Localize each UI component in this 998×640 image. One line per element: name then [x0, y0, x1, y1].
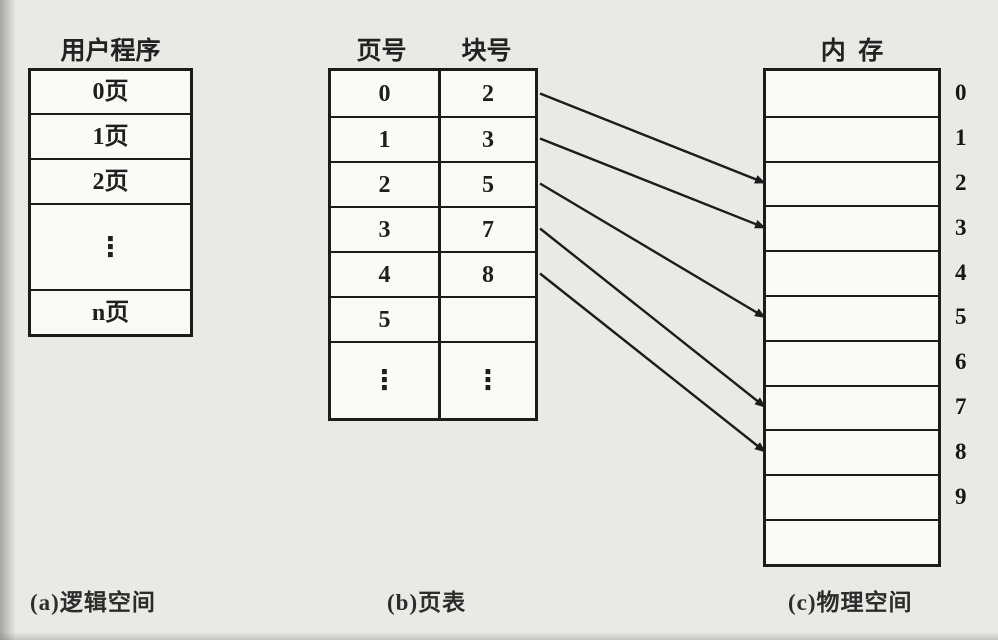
block-number-cell: 7: [438, 208, 535, 251]
page-number-cell: 4: [378, 261, 391, 288]
memory-frame-row: [766, 429, 938, 474]
mapping-arrow: [539, 227, 766, 408]
mapping-arrow: [539, 137, 766, 229]
block-number-cell: [438, 298, 535, 341]
memory-frame-row: [766, 71, 938, 116]
caption-logical-space: (a)逻辑空间: [30, 590, 156, 615]
page-table-header-pageno: 页号: [356, 38, 407, 65]
page-number-cell: 1: [378, 126, 391, 153]
logical-space-title: 用户程序: [60, 38, 161, 65]
page-table-row: 5: [331, 296, 535, 341]
block-number-cell: ⋮: [438, 343, 535, 418]
mapping-arrow: [539, 92, 766, 185]
memory-title: 内 存: [820, 38, 884, 65]
page-table-row: ⋮⋮: [331, 341, 535, 418]
memory-table: [763, 68, 941, 567]
memory-frame-row: [766, 518, 938, 564]
logical-page-row: 1页: [31, 113, 190, 158]
memory-frame-row: [766, 115, 938, 161]
memory-frame-label: 6: [955, 349, 967, 375]
logical-page-row: 0页: [92, 79, 129, 105]
page-number-cell: ⋮: [371, 365, 398, 396]
caption-page-table: (b)页表: [387, 590, 467, 615]
mapping-arrow: [539, 182, 766, 319]
memory-frame-label: 0: [955, 80, 967, 106]
mapping-arrow: [539, 272, 766, 453]
logical-page-row: 2页: [31, 158, 190, 203]
page-number-cell: 2: [378, 171, 391, 198]
memory-frame-label: 2: [955, 170, 967, 195]
memory-frame-row: [766, 205, 938, 250]
block-number-cell: 2: [438, 71, 535, 116]
memory-frame-row: [766, 339, 938, 385]
page-table-header-blockno: 块号: [461, 38, 512, 65]
logical-page-row: ⋮: [31, 203, 190, 289]
memory-frame-label: 9: [955, 483, 967, 509]
memory-frame-row: [766, 294, 938, 340]
memory-frame-row: [766, 160, 938, 206]
memory-frame-row: [766, 474, 938, 519]
logical-page-row: n页: [31, 289, 190, 334]
memory-frame-row: [766, 250, 938, 295]
memory-frame-label: 4: [955, 259, 967, 285]
caption-physical-space: (c)物理空间: [788, 590, 913, 615]
block-number-cell: 8: [438, 253, 535, 296]
memory-frame-label: 3: [955, 214, 967, 240]
page-number-cell: 0: [378, 80, 391, 107]
memory-frame-label: 5: [955, 304, 967, 330]
memory-frame-label: 7: [955, 394, 967, 419]
memory-frame-row: [766, 384, 938, 430]
page-number-cell: 3: [378, 216, 391, 243]
page-number-cell: 5: [378, 306, 391, 333]
memory-frame-label: 1: [955, 125, 967, 151]
block-number-cell: 3: [438, 118, 535, 161]
memory-frame-label: 8: [955, 438, 967, 464]
block-number-cell: 5: [438, 163, 535, 206]
